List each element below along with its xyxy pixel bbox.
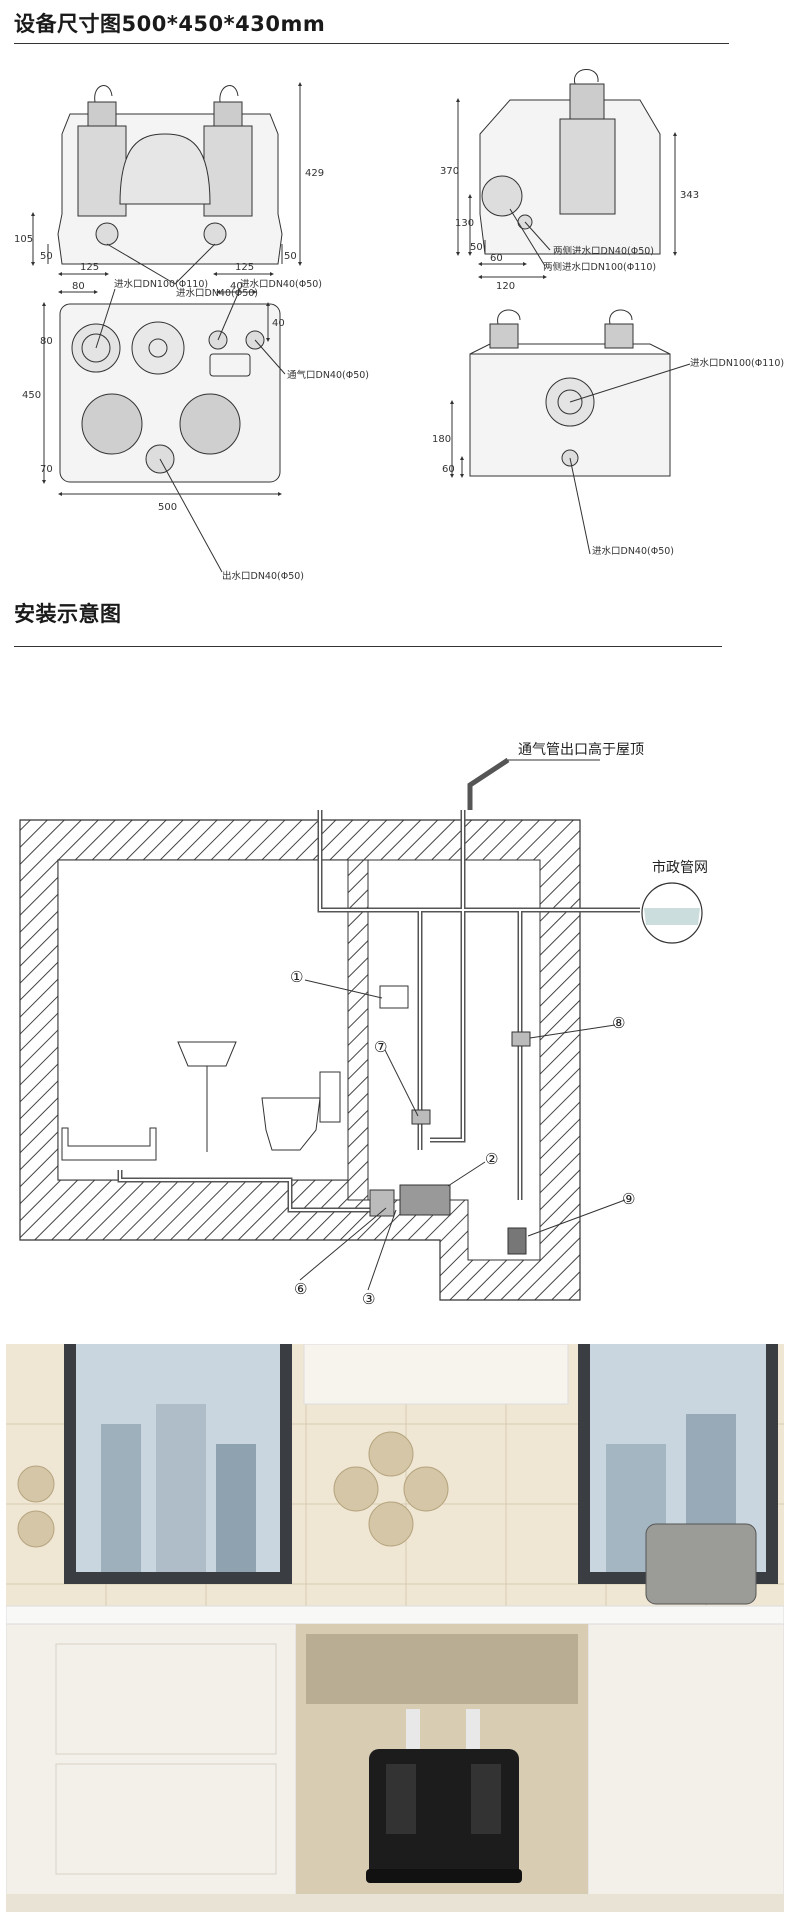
dim-side-343: 343 <box>680 190 699 201</box>
toaster <box>645 1523 757 1605</box>
callout-7: ⑦ <box>374 1038 387 1056</box>
label-top-vent: 通气口DN40(Φ50) <box>287 369 369 381</box>
rear-view <box>450 309 691 555</box>
dim-rear-180: 180 <box>432 434 451 445</box>
top-view <box>42 288 286 573</box>
bathtub <box>61 1127 157 1161</box>
callout-9: ⑨ <box>622 1190 635 1208</box>
callout-2: ② <box>485 1150 498 1168</box>
dim-front-50b: 50 <box>284 251 297 262</box>
section-title-installation: 安装示意图 <box>14 602 122 626</box>
dim-side-50: 50 <box>470 242 483 253</box>
front-view <box>31 82 302 285</box>
dim-front-125a: 125 <box>80 262 99 273</box>
section-divider <box>14 646 722 647</box>
section-divider <box>14 43 729 44</box>
installation-diagram: ① ② ③ ⑥ ⑦ ⑧ ⑨ 通气管出口高于屋顶 市政管网 <box>19 741 708 1308</box>
label-side-big: 两侧进水口DN100(Φ110) <box>543 261 656 273</box>
vent-label: 通气管出口高于屋顶 <box>518 741 644 758</box>
callout-6: ⑥ <box>294 1280 307 1298</box>
label-front-inlet: 进水口DN40(Φ50) <box>176 287 258 299</box>
dim-side-370: 370 <box>440 166 459 177</box>
dim-top-80a: 80 <box>72 281 85 292</box>
label-rear-in100: 进水口DN100(Φ110) <box>690 357 784 369</box>
dim-side-60: 60 <box>490 253 503 264</box>
lift-station-pump <box>399 1184 451 1216</box>
dim-side-130: 130 <box>455 218 474 229</box>
dim-front-105: 105 <box>14 234 33 245</box>
label-rear-in40: 进水口DN40(Φ50) <box>592 545 674 557</box>
section-title-dimensions: 设备尺寸图500*450*430mm <box>14 12 326 36</box>
sewer-label: 市政管网 <box>652 859 708 876</box>
side-view <box>456 69 677 279</box>
label-top-in100: 进水口DN100(Φ110) <box>114 278 208 290</box>
label-top-outlet: 出水口DN40(Φ50) <box>222 570 304 582</box>
dim-front-429: 429 <box>305 168 324 179</box>
callout-8: ⑧ <box>612 1014 625 1032</box>
callout-3: ③ <box>362 1290 375 1308</box>
dim-top-40b: 40 <box>272 318 285 329</box>
dim-top-70: 70 <box>40 464 53 475</box>
dim-top-450: 450 <box>22 390 41 401</box>
control-box <box>379 985 409 1009</box>
dim-rear-60: 60 <box>442 464 455 475</box>
dim-top-500: 500 <box>158 502 177 513</box>
dim-front-50a: 50 <box>40 251 53 262</box>
dim-side-120: 120 <box>496 281 515 292</box>
dim-front-125b: 125 <box>235 262 254 273</box>
kitchen-installation-photo <box>6 1344 784 1912</box>
submersible-pump <box>507 1227 527 1255</box>
countertop <box>6 1605 784 1625</box>
label-top-in40: 进水口DN40(Φ50) <box>240 278 322 290</box>
callout-1: ① <box>290 968 303 986</box>
dim-top-40a: 40 <box>230 281 243 292</box>
dim-top-80b: 80 <box>40 336 53 347</box>
label-side-small: 两侧进水口DN40(Φ50) <box>553 245 654 257</box>
washbasin <box>177 1041 237 1067</box>
dimension-drawings: 429 105 50 50 125 125 进水口DN40(Φ50) 370 3… <box>14 69 784 582</box>
